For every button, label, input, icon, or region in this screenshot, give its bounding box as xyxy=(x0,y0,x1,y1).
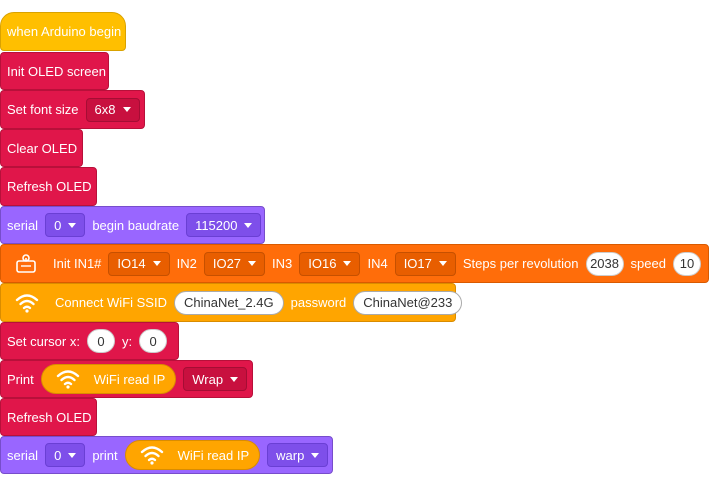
serial-label: serial xyxy=(7,217,39,233)
in4-dropdown[interactable]: IO17 xyxy=(394,251,456,276)
arduino-begin-block[interactable]: when Arduino begin xyxy=(0,12,126,51)
serial-print-block[interactable]: serial 0 print WiFi read IP warp xyxy=(0,436,333,474)
refresh-oled-label: Refresh OLED xyxy=(7,409,92,425)
stepper-init-block[interactable]: Init IN1# IO14 IN2 IO27 IN3 IO16 IN4 IO1… xyxy=(0,244,709,283)
init-in1-label: Init IN1# xyxy=(53,256,102,271)
in2-value: IO27 xyxy=(212,256,242,271)
chevron-down-icon xyxy=(230,376,239,382)
serial-begin-block[interactable]: serial 0 begin baudrate 115200 xyxy=(0,206,265,244)
in1-dropdown[interactable]: IO14 xyxy=(108,251,170,276)
chevron-down-icon xyxy=(68,452,77,458)
wifi-icon xyxy=(15,293,39,313)
refresh-oled-label: Refresh OLED xyxy=(7,179,92,194)
serial-port-value: 0 xyxy=(54,447,62,463)
serial-print-mode-dropdown[interactable]: warp xyxy=(267,443,329,467)
serial-label: serial xyxy=(7,447,39,463)
speed-input[interactable]: 10 xyxy=(672,251,701,276)
print-block[interactable]: Print WiFi read IP Wrap xyxy=(0,360,253,398)
in3-dropdown[interactable]: IO16 xyxy=(299,251,361,276)
in3-value: IO16 xyxy=(308,256,337,271)
clear-oled-block[interactable]: Clear OLED xyxy=(0,129,83,167)
cursor-x-input[interactable]: 0 xyxy=(86,329,115,353)
print-mode-dropdown[interactable]: Wrap xyxy=(183,367,248,391)
connect-wifi-ssid-label: Connect WiFi SSID xyxy=(55,295,167,310)
chevron-down-icon xyxy=(244,222,253,228)
wifi-connect-block[interactable]: Connect WiFi SSID ChinaNet_2.4G password… xyxy=(0,283,463,322)
arduino-begin-label: when Arduino begin xyxy=(7,24,122,39)
serial-print-mode-value: warp xyxy=(276,447,305,463)
chevron-down-icon xyxy=(438,261,447,266)
clear-oled-label: Clear OLED xyxy=(7,140,78,156)
serial-port-dropdown[interactable]: 0 xyxy=(45,213,86,237)
chevron-down-icon xyxy=(152,261,161,266)
init-oled-block[interactable]: Init OLED screen xyxy=(0,52,109,90)
print-mode-value: Wrap xyxy=(192,371,224,387)
speed-label: speed xyxy=(630,256,666,271)
chevron-down-icon xyxy=(248,261,257,266)
chevron-down-icon xyxy=(311,452,320,458)
stepper-motor-icon xyxy=(15,253,37,275)
in2-dropdown[interactable]: IO27 xyxy=(203,251,266,276)
cursor-y-label: y: xyxy=(121,333,133,349)
baudrate-dropdown[interactable]: 115200 xyxy=(186,213,262,237)
set-font-size-block[interactable]: Set font size 6x8 xyxy=(0,90,145,129)
baudrate-value: 115200 xyxy=(195,217,238,233)
ssid-input[interactable]: ChinaNet_2.4G xyxy=(173,290,284,315)
refresh-oled-block[interactable]: Refresh OLED xyxy=(0,167,97,206)
set-cursor-block[interactable]: Set cursor x: 0 y: 0 xyxy=(0,322,179,360)
set-cursor-x-label: Set cursor x: xyxy=(7,333,80,349)
password-label: password xyxy=(290,295,347,310)
font-size-dropdown[interactable]: 6x8 xyxy=(85,97,140,122)
wifi-read-ip-reporter[interactable]: WiFi read IP xyxy=(124,440,261,470)
in4-value: IO17 xyxy=(403,256,432,271)
steps-input[interactable]: 2038 xyxy=(585,251,624,276)
refresh-oled-block[interactable]: Refresh OLED xyxy=(0,398,97,436)
in1-value: IO14 xyxy=(117,256,146,271)
set-font-size-label: Set font size xyxy=(7,102,79,117)
serial-port-value: 0 xyxy=(54,217,62,233)
in4-label: IN4 xyxy=(367,256,388,271)
serial-port-dropdown[interactable]: 0 xyxy=(45,443,86,467)
print-label: Print xyxy=(7,371,34,387)
chevron-down-icon xyxy=(122,107,131,112)
steps-per-revolution-label: Steps per revolution xyxy=(462,256,579,271)
serial-print-label: print xyxy=(92,447,118,463)
wifi-read-ip-label: WiFi read IP xyxy=(177,447,250,463)
wifi-read-ip-reporter[interactable]: WiFi read IP xyxy=(40,364,177,394)
begin-baudrate-label: begin baudrate xyxy=(92,217,180,233)
wifi-read-ip-label: WiFi read IP xyxy=(93,371,166,387)
font-size-value: 6x8 xyxy=(94,102,116,117)
wifi-icon xyxy=(140,445,164,465)
cursor-y-input[interactable]: 0 xyxy=(139,329,168,353)
wifi-icon xyxy=(56,369,80,389)
chevron-down-icon xyxy=(343,261,352,266)
password-input[interactable]: ChinaNet@233 xyxy=(353,290,463,315)
in2-label: IN2 xyxy=(176,256,197,271)
init-oled-label: Init OLED screen xyxy=(7,63,106,79)
in3-label: IN3 xyxy=(272,256,293,271)
chevron-down-icon xyxy=(68,222,77,228)
